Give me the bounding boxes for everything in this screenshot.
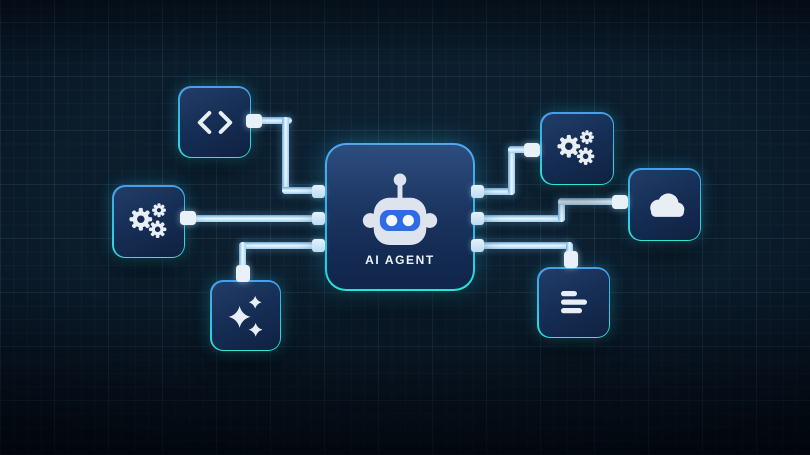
ai-agent-node: AI AGENT — [325, 143, 475, 291]
ai-agent-label: AI AGENT — [365, 252, 435, 267]
wire-sparkles-v — [239, 242, 246, 271]
wire-cloud-h1 — [480, 215, 565, 222]
wire-cloud-v — [558, 198, 565, 222]
list-node — [537, 267, 611, 339]
wire-sparkles-h — [239, 242, 316, 249]
list-icon — [560, 290, 587, 313]
wire-gears-left — [192, 215, 315, 222]
center-pin-right-3 — [471, 239, 484, 252]
code-icon — [197, 110, 232, 134]
wire-gears-right-h2 — [508, 146, 530, 153]
cloud-icon — [649, 193, 684, 217]
cloud-node-connector — [612, 195, 628, 209]
settings-right-node — [540, 112, 615, 186]
wire-code-h2 — [282, 187, 316, 194]
wire-gears-right-h1 — [480, 188, 515, 195]
code-node — [178, 86, 252, 159]
center-pin-left-1 — [312, 185, 325, 198]
center-pin-left-3 — [312, 239, 325, 252]
wire-gears-right-v — [508, 146, 515, 195]
wire-list-h — [480, 242, 573, 249]
settings-left-node — [112, 185, 186, 259]
center-pin-right-1 — [471, 185, 484, 198]
wire-code-v — [282, 117, 289, 194]
center-pin-left-2 — [312, 212, 325, 225]
wire-cloud-h2 — [558, 198, 618, 205]
gears-icon — [557, 129, 595, 165]
wire-list-v — [566, 242, 573, 258]
center-pin-right-2 — [471, 212, 484, 225]
gears-icon — [129, 202, 166, 238]
code-node-connector — [246, 114, 262, 128]
gears-right-node-connector — [524, 143, 540, 157]
list-node-connector — [564, 251, 578, 268]
sparkles-node — [210, 280, 282, 352]
cloud-node — [628, 168, 702, 242]
sparkles-icon — [228, 295, 263, 337]
sparkles-node-connector — [236, 265, 250, 282]
wire-code-h1 — [258, 117, 292, 124]
gears-left-node-connector — [180, 211, 196, 225]
robot-icon — [362, 173, 438, 245]
